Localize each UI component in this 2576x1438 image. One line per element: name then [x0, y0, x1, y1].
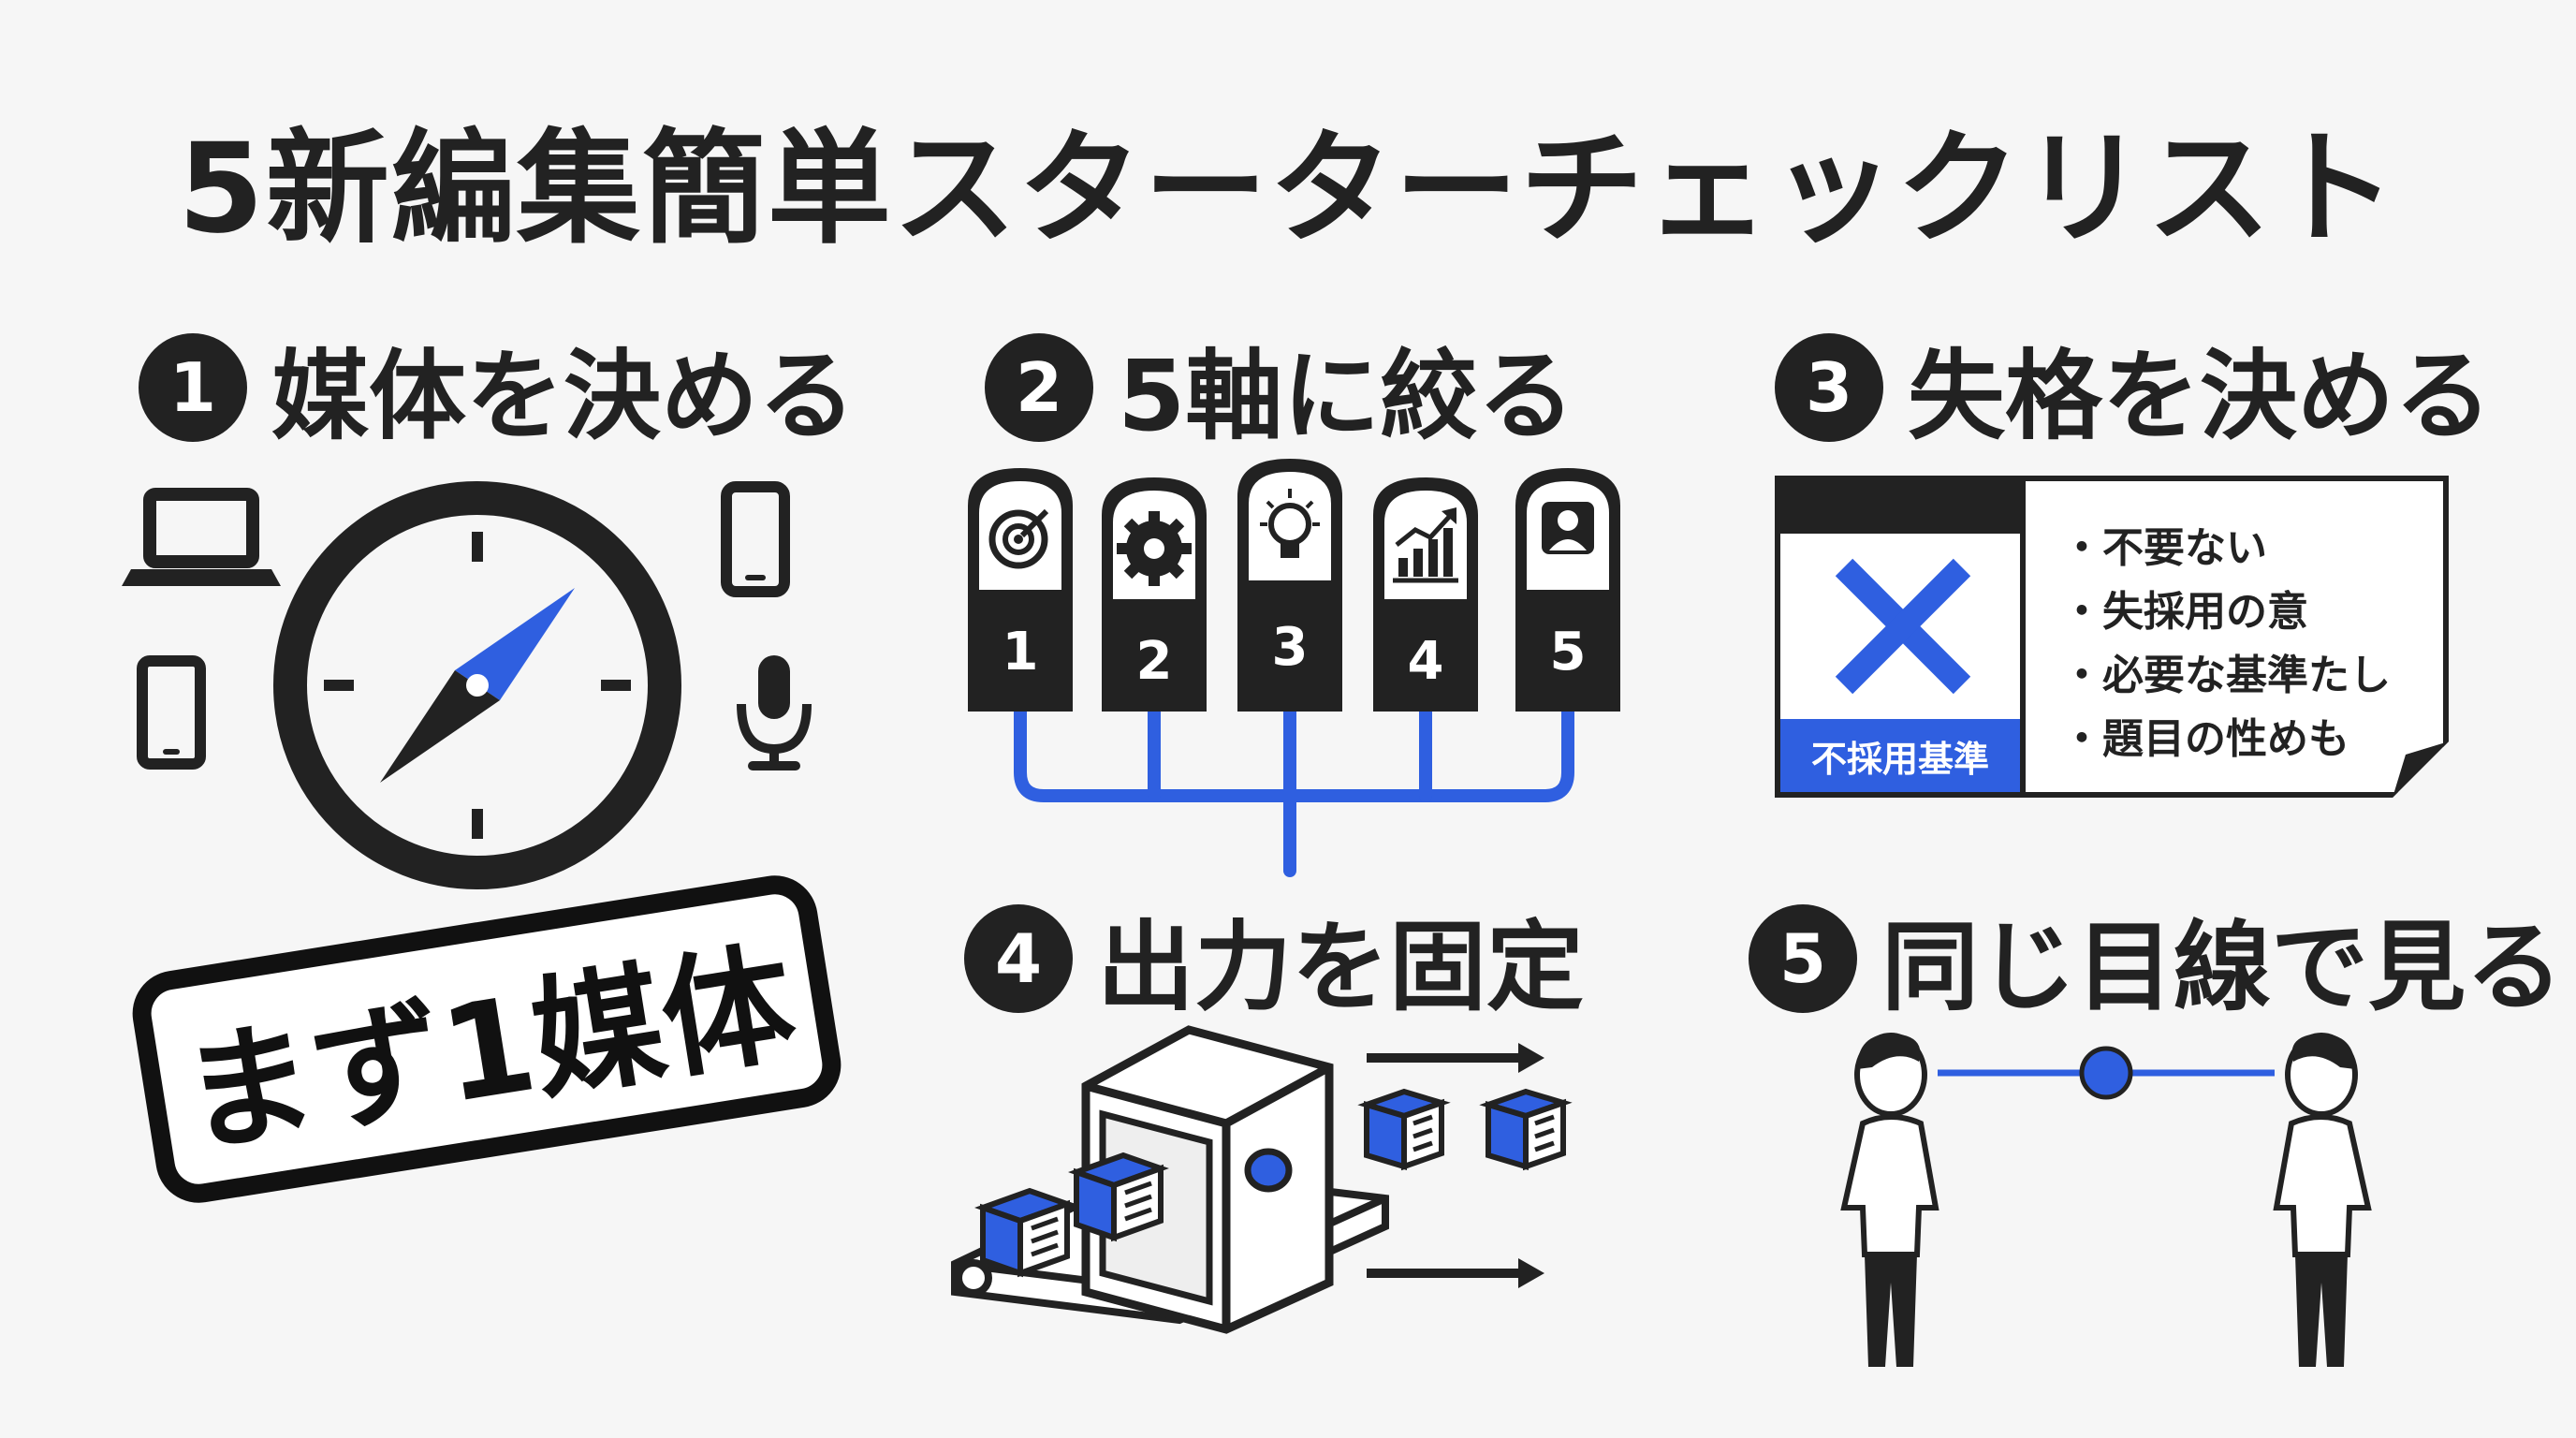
- axis-1-number: 1: [1003, 622, 1039, 682]
- card-header-bar: [1780, 481, 2020, 534]
- section-4-header: 4 出力を固定: [964, 888, 1584, 1029]
- person-icon: [1542, 502, 1594, 554]
- page-curl-icon: [2393, 741, 2449, 798]
- tablet-icon: [137, 655, 206, 770]
- axis-5-number: 5: [1550, 622, 1587, 682]
- smartphone-icon: [721, 481, 790, 597]
- section-3-number: 3: [1775, 332, 1883, 442]
- axis-1: 1: [968, 468, 1073, 712]
- rejection-criteria-tag: 不採用基準: [1780, 719, 2020, 792]
- list-item: 不要ない: [2061, 517, 2391, 580]
- stamp-text: まず1媒体: [172, 927, 805, 1175]
- person-left-icon: [1840, 1033, 1939, 1367]
- axes-connector: [1014, 705, 1574, 877]
- section-1-number: 1: [139, 332, 247, 442]
- document-cube-icon: [1357, 1088, 1451, 1171]
- output-illustration: [951, 1025, 1573, 1334]
- compass-icon: [273, 481, 681, 889]
- axis-3-number: 3: [1272, 617, 1309, 678]
- card-left-panel: 不採用基準: [1780, 481, 2026, 792]
- page-title: 5新編集簡単スターターチェックリスト: [178, 117, 2398, 261]
- section-5-label: 同じ目線で見る: [1881, 910, 2564, 1024]
- arrow-icon: [1367, 1258, 1544, 1288]
- section-1-label: 媒体を決める: [271, 339, 856, 453]
- person-right-icon: [2273, 1033, 2372, 1367]
- lightbulb-icon: [1260, 489, 1320, 558]
- arrow-icon: [1367, 1043, 1544, 1073]
- axis-2-number: 2: [1136, 631, 1173, 692]
- laptop-icon: [122, 488, 281, 586]
- document-cube-icon: [1479, 1088, 1573, 1171]
- target-icon: [988, 508, 1049, 569]
- section-4-label: 出力を固定: [1097, 910, 1585, 1024]
- section-1-header: 1 媒体を決める: [139, 316, 856, 458]
- axis-2: 2: [1102, 477, 1207, 712]
- axis-3: 3: [1237, 459, 1342, 712]
- first-media-stamp: まず1媒体: [126, 869, 847, 1210]
- section-5-header: 5 同じ目線で見る: [1749, 888, 2563, 1029]
- section-5-number: 5: [1749, 903, 1857, 1013]
- microphone-icon: [737, 655, 812, 770]
- document-cube-icon: [974, 1187, 1076, 1278]
- section-4-number: 4: [964, 903, 1073, 1013]
- growth-chart-icon: [1393, 507, 1458, 583]
- document-cube-icon: [1068, 1152, 1169, 1242]
- section-3-header: 3 失格を決める: [1775, 316, 2492, 458]
- section-2-label: 5軸に絞る: [1118, 339, 1575, 453]
- gear-icon: [1117, 511, 1192, 586]
- list-item: 題目の性めも: [2061, 708, 2391, 771]
- list-item: 必要な基準たし: [2061, 644, 2391, 708]
- eyeline-dot-icon: [2079, 1046, 2133, 1100]
- eye-level-illustration: [1840, 1033, 2372, 1367]
- media-illustration: [122, 481, 812, 889]
- section-2-number: 2: [985, 332, 1093, 442]
- rejection-criteria-card: 不採用基準 不要ない 失採用の意 必要な基準たし 題目の性めも: [1775, 476, 2449, 798]
- axis-4-number: 4: [1408, 631, 1444, 692]
- rejection-criteria-list: 不要ない 失採用の意 必要な基準たし 題目の性めも: [2061, 517, 2391, 771]
- axis-5: 5: [1515, 468, 1620, 712]
- list-item: 失採用の意: [2061, 580, 2391, 644]
- section-2-header: 2 5軸に絞る: [985, 316, 1574, 458]
- x-mark-icon: [1835, 558, 1971, 695]
- axis-4: 4: [1373, 477, 1478, 712]
- five-axes-illustration: 1 2: [968, 459, 1620, 877]
- section-3-label: 失格を決める: [1908, 339, 2493, 453]
